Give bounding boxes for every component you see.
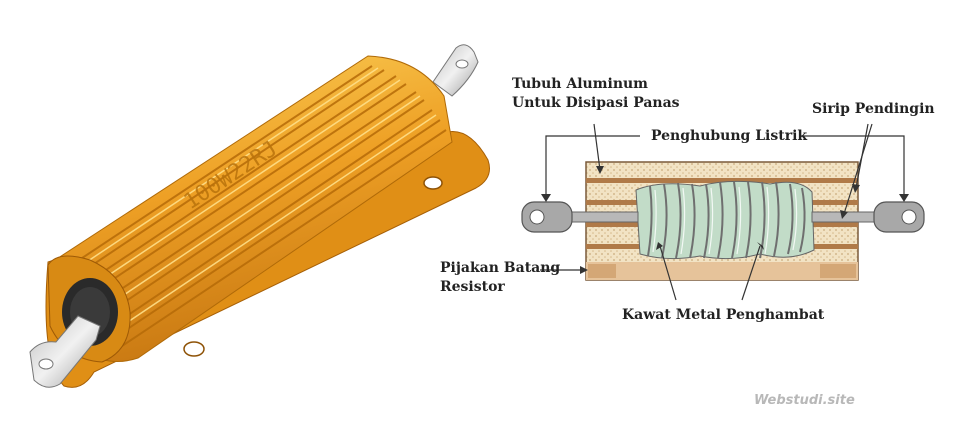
front-terminal-tab (29, 315, 101, 388)
arrow-heads (541, 166, 909, 274)
label-rod-base-line1: Pijakan Batang (440, 260, 561, 276)
label-resistance-wire: Kawat Metal Penghambat (622, 307, 825, 323)
mounting-hole (423, 176, 443, 190)
leader-lines (540, 123, 905, 301)
left-lead (565, 211, 639, 223)
label-electrical-connector: Penghubung Listrik (651, 128, 808, 144)
heat-fins (63, 65, 447, 347)
rod-base-band (586, 262, 858, 280)
back-terminal-tab (432, 44, 479, 97)
label-rod-base-line2: Resistor (440, 279, 505, 295)
resistance-wire-coil (635, 180, 815, 260)
mounting-hole (183, 341, 205, 357)
cross-section-diagram (521, 123, 925, 301)
left-terminal (521, 201, 573, 233)
label-aluminum-body-line1: Tubuh Aluminum (512, 76, 648, 92)
label-aluminum-body-line2: Untuk Disipasi Panas (512, 95, 680, 111)
label-cooling-fins: Sirip Pendingin (812, 101, 935, 117)
watermark: Webstudi.site (754, 393, 855, 408)
resistor-photo: 100W22RJ (29, 44, 490, 388)
right-terminal (873, 201, 925, 233)
